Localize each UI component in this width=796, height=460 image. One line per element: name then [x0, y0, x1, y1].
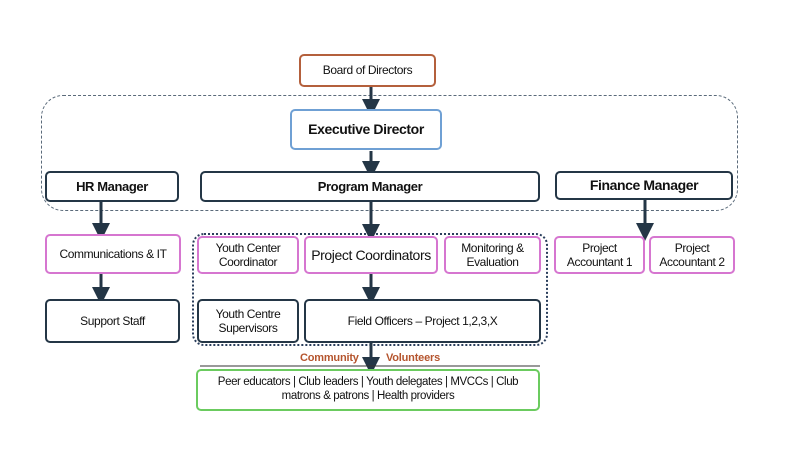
monitoring-evaluation-box: Monitoring & Evaluation [444, 236, 541, 274]
volunteers-box: Peer educators | Club leaders | Youth de… [196, 369, 540, 411]
project-coordinators-label: Project Coordinators [311, 246, 431, 263]
community-volunteers-heading: Community Volunteers [300, 352, 440, 364]
executive-director-box: Executive Director [290, 109, 442, 150]
hr-manager-label: HR Manager [76, 178, 148, 194]
community-label: Community [300, 352, 359, 364]
finance-manager-box: Finance Manager [555, 171, 733, 200]
field-officers-label: Field Officers – Project 1,2,3,X [347, 313, 498, 328]
communications-it-label: Communications & IT [59, 246, 167, 261]
board-of-directors-label: Board of Directors [322, 63, 413, 78]
hr-manager-box: HR Manager [45, 171, 179, 202]
project-accountant-2-label: Project Accountant 2 [659, 240, 725, 269]
monitoring-evaluation-label: Monitoring & Evaluation [461, 240, 524, 269]
youth-centre-supervisors-box: Youth Centre Supervisors [197, 299, 299, 343]
board-of-directors-box: Board of Directors [299, 54, 436, 87]
youth-centre-supervisors-label: Youth Centre Supervisors [215, 306, 281, 335]
project-coordinators-box: Project Coordinators [304, 236, 438, 274]
project-accountant-1-label: Project Accountant 1 [566, 240, 633, 269]
finance-manager-label: Finance Manager [589, 177, 699, 194]
communications-it-box: Communications & IT [45, 234, 181, 274]
youth-center-coordinator-box: Youth Center Coordinator [197, 236, 299, 274]
youth-center-coordinator-label: Youth Center Coordinator [215, 240, 281, 269]
program-manager-label: Program Manager [317, 178, 423, 194]
project-accountant-1-box: Project Accountant 1 [554, 236, 645, 274]
support-staff-box: Support Staff [45, 299, 180, 343]
project-accountant-2-box: Project Accountant 2 [649, 236, 735, 274]
volunteers-label: Volunteers [385, 352, 440, 364]
support-staff-label: Support Staff [80, 313, 145, 328]
volunteers-list: Peer educators | Club leaders | Youth de… [217, 376, 519, 402]
executive-director-label: Executive Director [308, 121, 424, 138]
program-manager-box: Program Manager [200, 171, 540, 202]
field-officers-box: Field Officers – Project 1,2,3,X [304, 299, 541, 343]
